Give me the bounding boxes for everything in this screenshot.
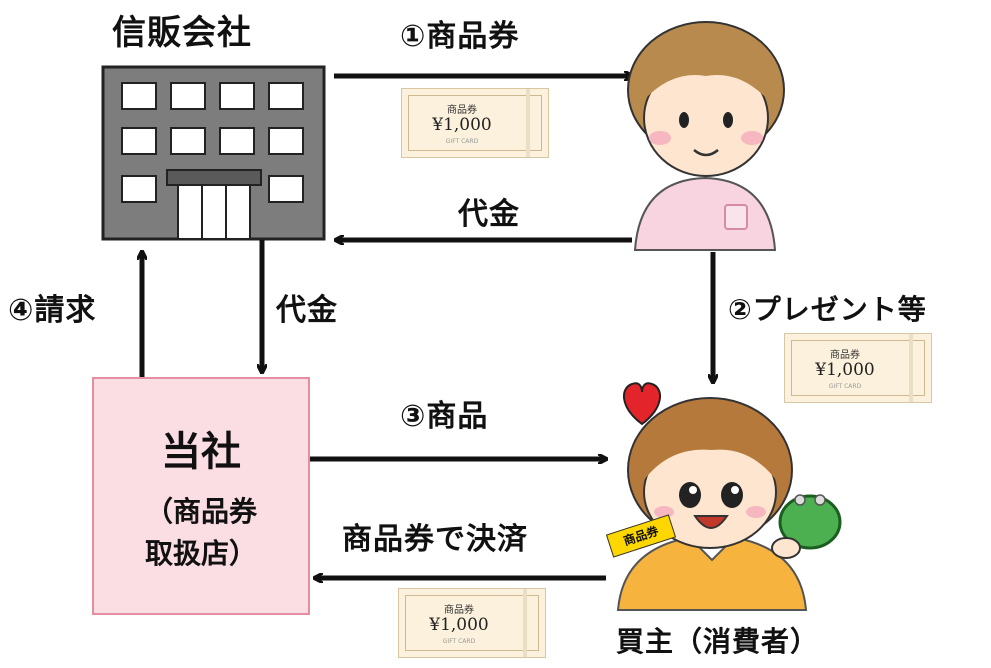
- payment-left-label: 代金: [276, 293, 338, 328]
- our-company-subtitle: （商品券 取扱店）: [94, 491, 308, 575]
- company-label: 信販会社: [112, 13, 252, 53]
- gift-card-caption: GIFT CARD: [442, 638, 476, 645]
- settle-label: 商品券で決済: [342, 522, 528, 557]
- gift-card-top: 商品券 ¥1,000 GIFT CARD: [401, 88, 549, 158]
- gift-card-amount: ¥1,000: [432, 115, 492, 135]
- step3-label: ③商品: [400, 399, 489, 434]
- wallet-icon: [771, 494, 842, 559]
- buyer-label: 買主（消費者）: [616, 625, 820, 658]
- gift-card-caption: GIFT CARD: [828, 383, 862, 390]
- our-company-subtitle-line2: 取扱店）: [144, 537, 257, 570]
- step1-label: ①商品券: [400, 19, 520, 54]
- our-company-box: 当社 （商品券 取扱店）: [92, 377, 310, 615]
- gift-card-caption: GIFT CARD: [445, 138, 479, 145]
- gift-card-title: 商品券: [830, 350, 860, 361]
- our-company-subtitle-line1: （商品券: [144, 495, 257, 528]
- gift-card-title: 商品券: [447, 105, 477, 116]
- step4-label: ④請求: [8, 293, 97, 328]
- payment-top-label: 代金: [458, 197, 520, 232]
- step2-label: ②プレゼント等: [728, 293, 927, 326]
- heart-icon: [623, 382, 661, 426]
- gift-card-right: 商品券 ¥1,000 GIFT CARD: [784, 333, 932, 403]
- woman-icon: [627, 21, 785, 251]
- our-company-title: 当社: [161, 429, 241, 475]
- gift-card-title: 商品券: [444, 605, 474, 616]
- gift-card-amount: ¥1,000: [429, 615, 489, 635]
- buyer-icon: [616, 397, 808, 611]
- gift-card-amount: ¥1,000: [815, 360, 875, 380]
- gift-card-bottom: 商品券 ¥1,000 GIFT CARD: [398, 588, 546, 658]
- building-icon: [101, 65, 326, 241]
